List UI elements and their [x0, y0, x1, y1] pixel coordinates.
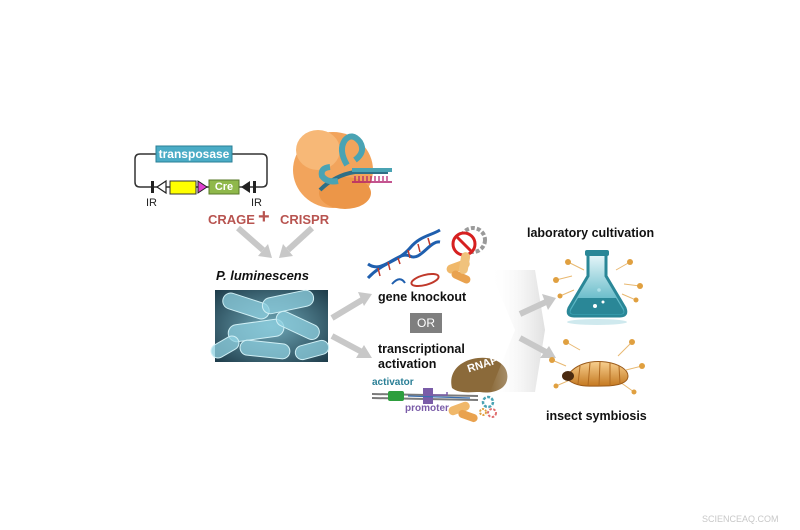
promoter-label: promoter: [405, 403, 449, 414]
yellow-cassette: [169, 180, 197, 195]
activator-block: [388, 391, 404, 401]
converge-arrows: [236, 225, 315, 258]
watermark: SCIENCEAQ.COM: [702, 514, 779, 524]
activator-label: activator: [372, 377, 414, 388]
lox-left-icon: [155, 179, 167, 195]
ir-right-marker: [253, 181, 256, 193]
lab-flask-icon: [553, 250, 643, 325]
big-gradient-arrow: [490, 270, 545, 392]
or-label: OR: [417, 316, 435, 330]
cre-box: [208, 179, 240, 195]
organism-label: P. luminescens: [216, 268, 309, 283]
transposase-label: transposase: [158, 147, 230, 161]
lox-right-icon: [241, 181, 250, 193]
application-arrows: [518, 294, 556, 358]
or-box: [410, 313, 442, 333]
ir-right-label: IR: [251, 197, 262, 209]
small-gears-icon: [479, 395, 497, 418]
insect-symbiosis-label: insect symbiosis: [546, 409, 647, 423]
activation-label-line1: transcriptional: [378, 342, 465, 356]
promoter-block: [423, 388, 433, 404]
crispr-label: CRISPR: [280, 212, 330, 227]
prohibited-icon: [451, 231, 477, 257]
crage-label: CRAGE: [208, 212, 255, 227]
lox-mid-icon: [197, 180, 208, 194]
crispr-cas9-illustration: [293, 130, 392, 209]
ir-left-label: IR: [146, 197, 157, 209]
cre-label: Cre: [214, 181, 234, 193]
lab-cultivation-label: laboratory cultivation: [527, 226, 655, 240]
transposase-box: [155, 145, 233, 163]
outcome-arrows: [330, 292, 372, 358]
knockout-label: gene knockout: [378, 290, 467, 304]
ir-left-marker: [151, 181, 154, 193]
insect-larva-icon: [549, 339, 645, 395]
plus-sign: +: [258, 206, 270, 228]
plasmid-construct: [134, 145, 268, 195]
knockout-illustration: [366, 226, 487, 288]
bacteria-micrograph: [210, 289, 330, 362]
activation-label-line2: activation: [378, 357, 437, 371]
